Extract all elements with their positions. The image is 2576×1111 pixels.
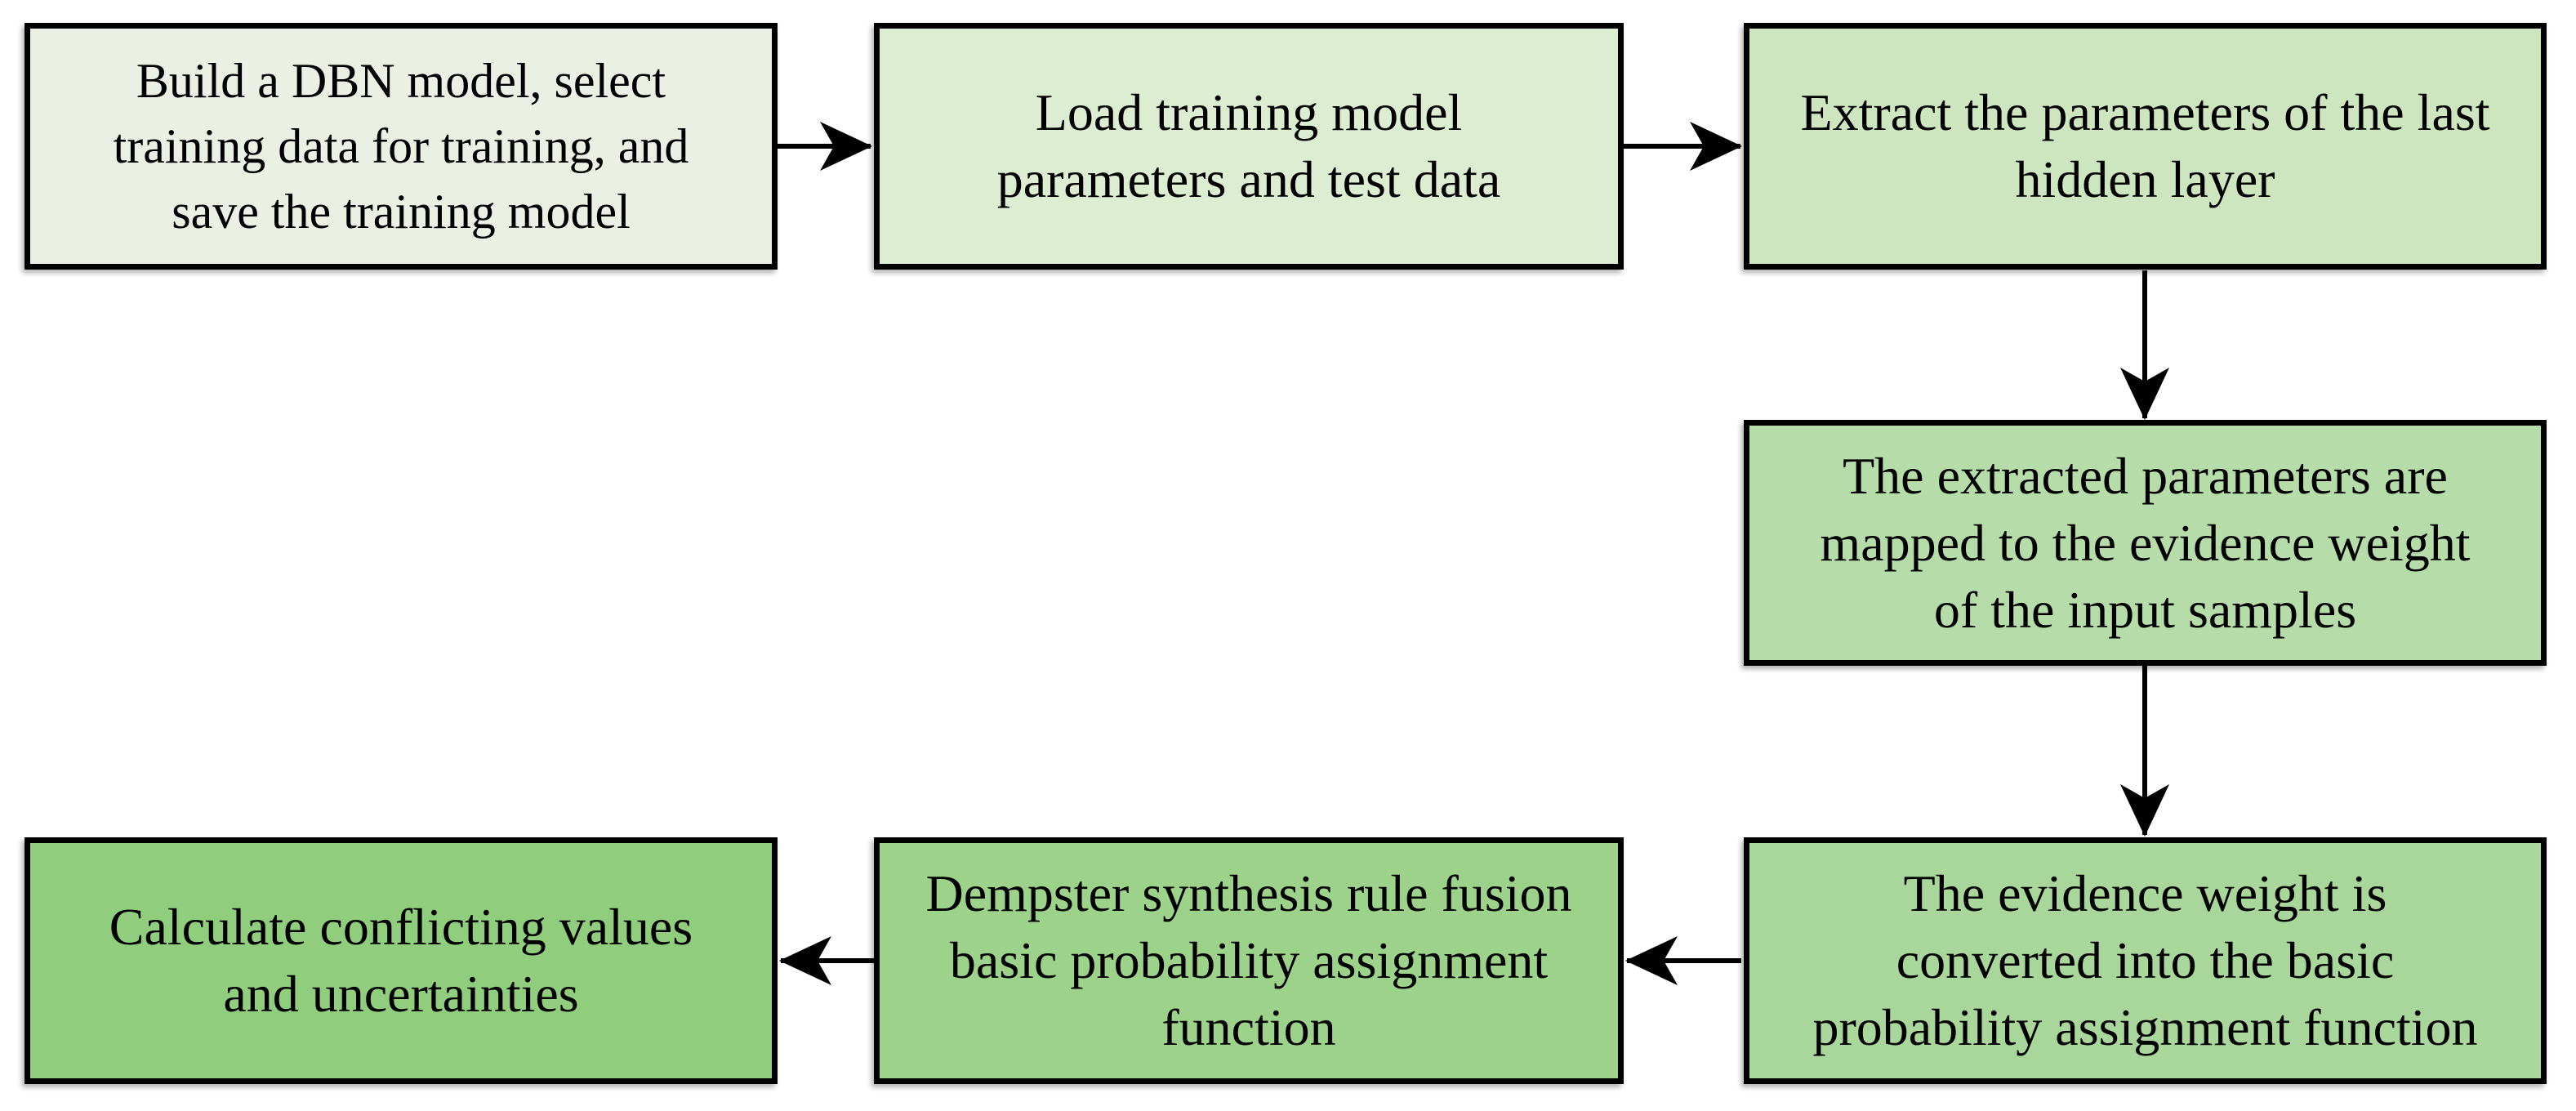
node-text-line: The extracted parameters are (1843, 446, 2448, 505)
node-text-line: mapped to the evidence weight (1820, 513, 2471, 572)
node-map-to-evidence-weight: The extracted parameters are mapped to t… (1744, 420, 2547, 666)
node-text-line: parameters and test data (996, 150, 1501, 208)
node-text-line: basic probability assignment (949, 931, 1549, 989)
node-text-line: of the input samples (1933, 580, 2357, 639)
node-text-line: Build a DBN model, select (136, 54, 666, 108)
node-dempster-fusion: Dempster synthesis rule fusion basic pro… (874, 837, 1624, 1084)
node-text-line: hidden layer (2015, 150, 2275, 208)
node-text-line: Calculate conflicting values (109, 898, 693, 956)
node-text-line: and uncertainties (223, 965, 579, 1023)
node-text-line: The evidence weight is (1903, 864, 2387, 922)
node-text-line: function (1161, 998, 1336, 1056)
node-text-line: training data for training, and (113, 119, 689, 173)
node-text-line: probability assignment function (1812, 998, 2478, 1056)
node-text-line: Dempster synthesis rule fusion (925, 864, 1572, 922)
node-text-line: Extract the parameters of the last (1800, 83, 2490, 141)
node-text-line: Load training model (1035, 83, 1463, 141)
node-build-dbn-model: Build a DBN model, select training data … (25, 23, 778, 270)
node-load-training-model: Load training model parameters and test … (874, 23, 1624, 270)
node-calculate-conflict: Calculate conflicting values and uncerta… (25, 837, 778, 1084)
node-extract-last-hidden-parameters: Extract the parameters of the last hidde… (1744, 23, 2547, 270)
node-convert-to-bpa: The evidence weight is converted into th… (1744, 837, 2547, 1084)
node-text-line: converted into the basic (1896, 931, 2395, 989)
node-text-line: save the training model (172, 185, 631, 239)
